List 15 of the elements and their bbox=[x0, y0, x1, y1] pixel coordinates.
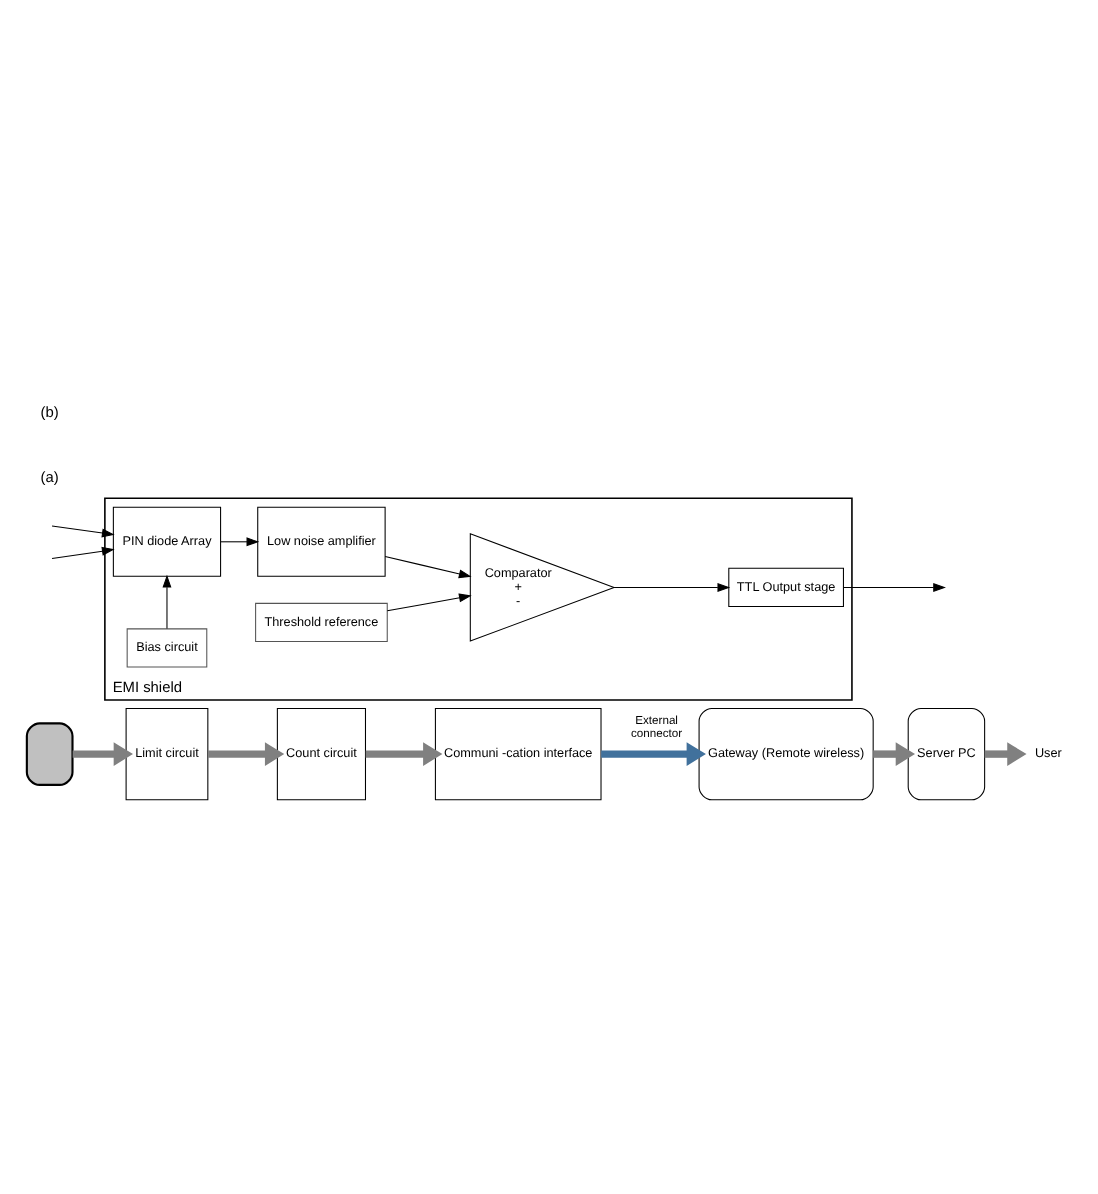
arrow bbox=[384, 555, 472, 579]
arrow bbox=[51, 525, 115, 538]
arrow bbox=[386, 593, 472, 612]
arrow bbox=[613, 583, 731, 592]
arrow bbox=[601, 742, 706, 766]
arrow bbox=[220, 537, 260, 547]
arrow bbox=[843, 583, 946, 592]
arrow bbox=[162, 574, 172, 629]
arrow bbox=[208, 742, 285, 766]
arrow bbox=[984, 742, 1027, 766]
node-box bbox=[25, 722, 74, 786]
arrow bbox=[72, 742, 133, 766]
arrow bbox=[365, 742, 443, 766]
arrow bbox=[51, 546, 115, 560]
arrow bbox=[873, 742, 916, 766]
